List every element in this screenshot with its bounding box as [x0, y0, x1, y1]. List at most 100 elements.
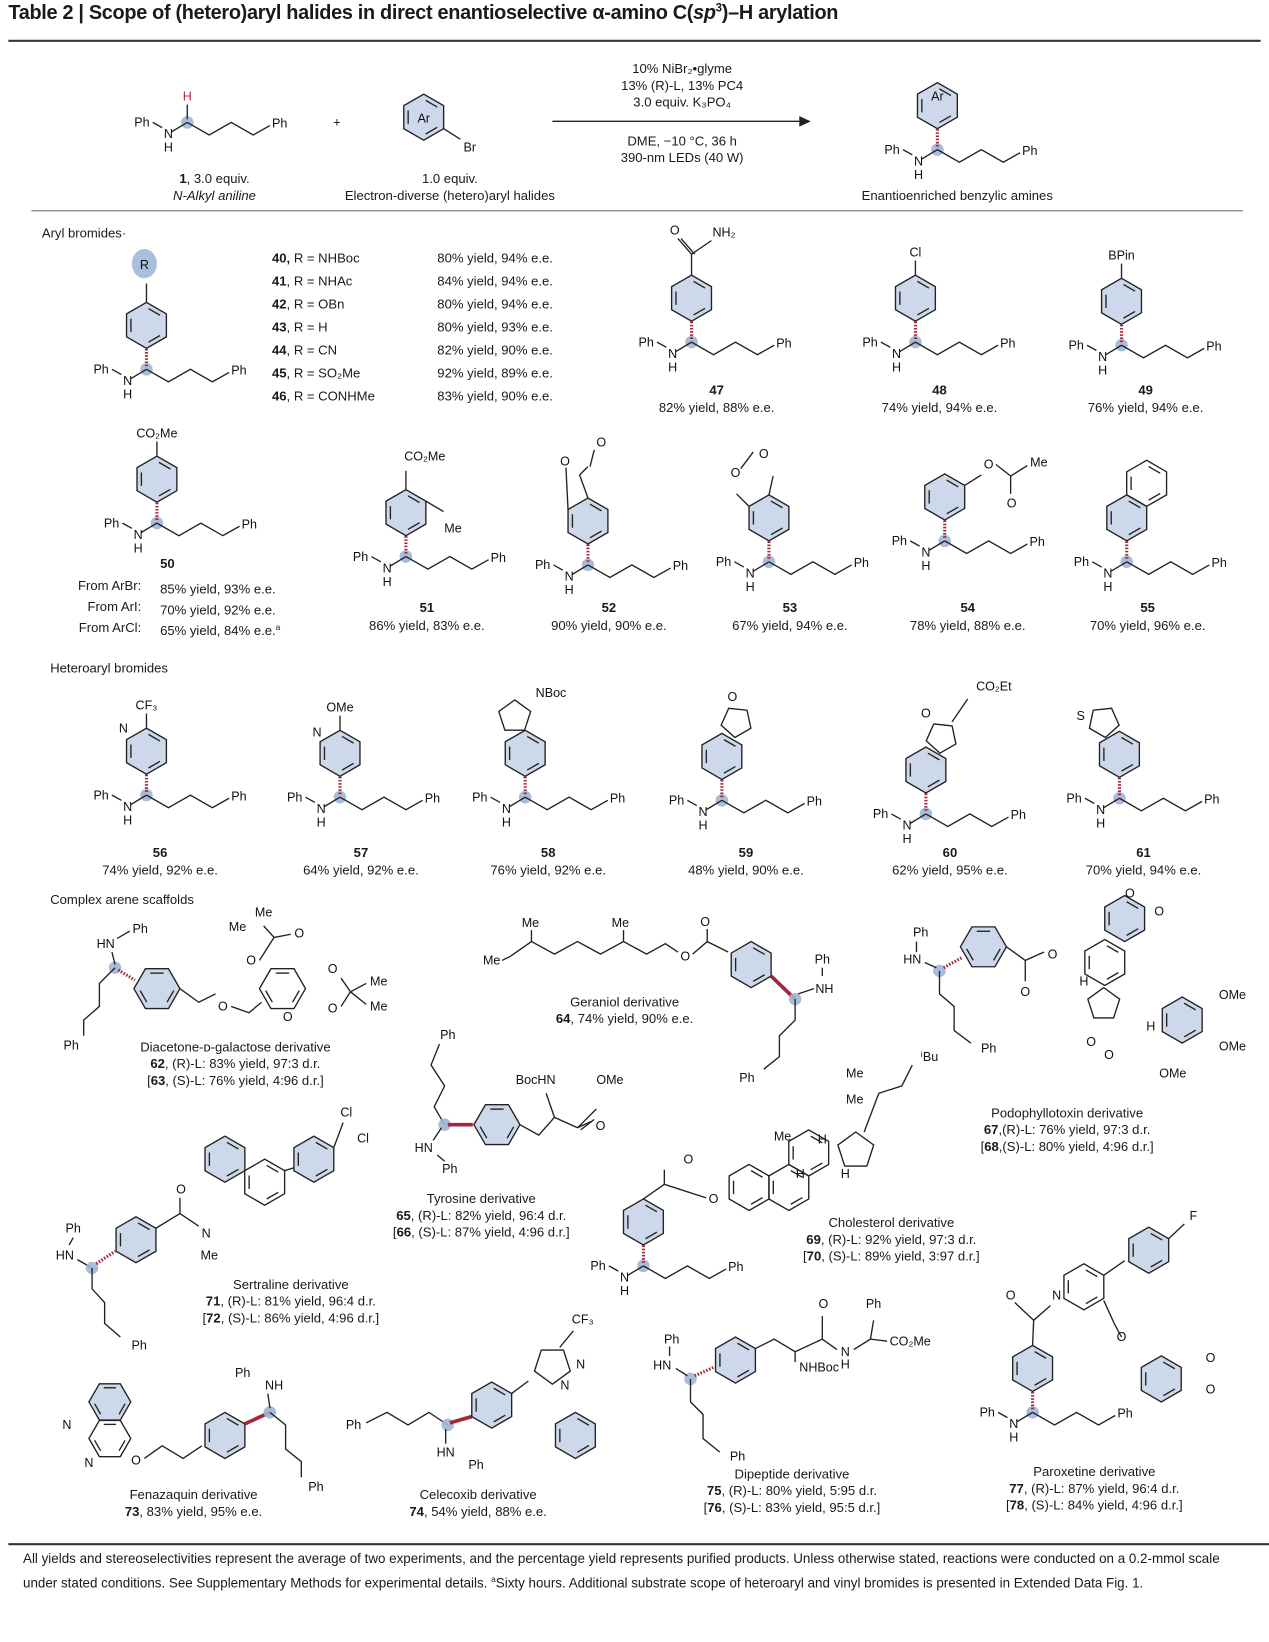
atom-label: N: [123, 800, 132, 814]
bond-chain: [692, 940, 729, 955]
bond-chain: [937, 148, 1021, 163]
atom-label: H: [914, 168, 923, 182]
table-row-result: 80% yield, 94% e.e.: [437, 297, 553, 312]
arene-ring: [204, 1411, 246, 1460]
derivative-result: 71, (R)-L: 81% yield, 96:4 d.r.: [206, 1293, 376, 1310]
stereocenter-marker: [150, 516, 164, 530]
bond: [148, 334, 161, 343]
table-row-entry: 42, R = OBn: [272, 296, 344, 313]
bond: [139, 990, 148, 1003]
bond: [909, 540, 920, 547]
halide-source: From ArBr:: [78, 578, 142, 594]
bond: [1010, 464, 1028, 477]
bond: [723, 765, 736, 774]
table-row-result: 83% yield, 90% e.e.: [437, 389, 553, 404]
arene-ring: [701, 732, 743, 781]
bond: [158, 488, 171, 497]
bond: [927, 752, 940, 761]
bond: [1121, 736, 1134, 745]
bond: [1103, 797, 1120, 809]
atom-label: Me: [444, 522, 461, 536]
compound-number: 58: [540, 845, 556, 860]
bond: [333, 1122, 344, 1148]
atom-label: Ph: [590, 1259, 605, 1273]
atom-label: H: [565, 583, 574, 597]
atom-label: Ph: [231, 789, 246, 803]
r-group: , R = SO₂Me: [286, 366, 361, 381]
five-membered-ring: [1088, 707, 1120, 739]
derivative-name: Tyrosine derivative: [426, 1191, 536, 1207]
atom-label: H: [668, 360, 677, 374]
bond: [675, 341, 692, 353]
atom-label: Ph: [353, 550, 368, 564]
bond: [1014, 1302, 1035, 1321]
atom-label: O: [680, 949, 690, 963]
atom-label: OMe: [1159, 1067, 1186, 1081]
derivative-result: 75, (R)-L: 80% yield, 5:95 d.r.: [707, 1482, 877, 1499]
atom-label: N: [560, 1378, 569, 1392]
bond: [315, 1168, 328, 1177]
atom-label: Ph: [1117, 1407, 1132, 1421]
atom-label: N: [668, 347, 677, 361]
bond: [1183, 1029, 1197, 1038]
bond: [341, 735, 354, 744]
atom-label: H: [903, 832, 912, 846]
bond: [266, 1191, 279, 1200]
compound-number: 51: [419, 600, 435, 616]
bond-chain: [365, 1411, 449, 1426]
atom-label: N: [1009, 1417, 1018, 1431]
table-row-result: 92% yield, 89% e.e.: [437, 366, 553, 381]
bond-chain: [519, 1116, 578, 1136]
atom-label: N: [502, 802, 511, 816]
atom-label: O: [246, 954, 256, 968]
atom-label: Ph: [131, 1339, 146, 1353]
derivative-result: [66, (S)-L: 87% yield, 4:96 d.r.]: [393, 1224, 570, 1241]
bond-chain: [643, 1265, 727, 1280]
atom-label: Ar: [931, 89, 944, 103]
atom-label: O: [328, 962, 338, 976]
table-row-result: 82% yield, 90% e.e.: [437, 343, 553, 358]
bond: [1123, 310, 1136, 319]
compound-number: 59: [738, 845, 754, 860]
bond-chain: [587, 564, 671, 579]
atom-label: N: [164, 127, 173, 141]
arene-ring: [714, 1336, 757, 1384]
compound-number: 57: [353, 845, 369, 860]
bond-chain: [269, 1411, 302, 1478]
r-group: , R = H: [286, 320, 328, 335]
compound-number: 69: [806, 1232, 821, 1248]
atom-label: Cl: [340, 1105, 352, 1119]
atom-label: CO₂Me: [404, 449, 445, 463]
atom-label: Me: [522, 916, 539, 930]
text: , (S)-L: 84% yield, 4:96 d.r.]: [1024, 1498, 1183, 1513]
bond: [1162, 1388, 1176, 1397]
compound-number: 61: [1136, 845, 1151, 860]
atom-label: Ph: [272, 117, 287, 131]
atom-label: Ph: [862, 335, 877, 349]
atom-label: H: [183, 89, 192, 103]
compound-result: 76% yield, 94% e.e.: [1087, 400, 1204, 416]
atom-label: Ph: [1029, 535, 1044, 549]
atom-label: Ph: [535, 558, 550, 572]
bond: [939, 88, 952, 97]
bond: [737, 1369, 750, 1378]
bond: [140, 522, 158, 534]
title-superscript: 3: [715, 2, 722, 15]
bond: [656, 341, 667, 348]
r-group: R = NHBoc: [290, 251, 360, 266]
arene-ring: [894, 274, 937, 322]
bond: [323, 796, 341, 808]
bond: [870, 1338, 888, 1342]
bond: [1150, 1232, 1163, 1241]
text: 70% yield, 92% e.e.: [160, 602, 276, 618]
atom-label: S: [1077, 709, 1085, 723]
bond-chain: [768, 561, 852, 576]
atom-label: H: [818, 1132, 827, 1146]
footer-rule: [8, 1543, 1269, 1545]
bond-chain: [755, 1338, 838, 1353]
atom-label: N: [62, 1418, 71, 1432]
bond: [902, 149, 913, 156]
text: [: [703, 1500, 708, 1515]
compound-result: 74% yield, 92% e.e.: [102, 863, 218, 878]
